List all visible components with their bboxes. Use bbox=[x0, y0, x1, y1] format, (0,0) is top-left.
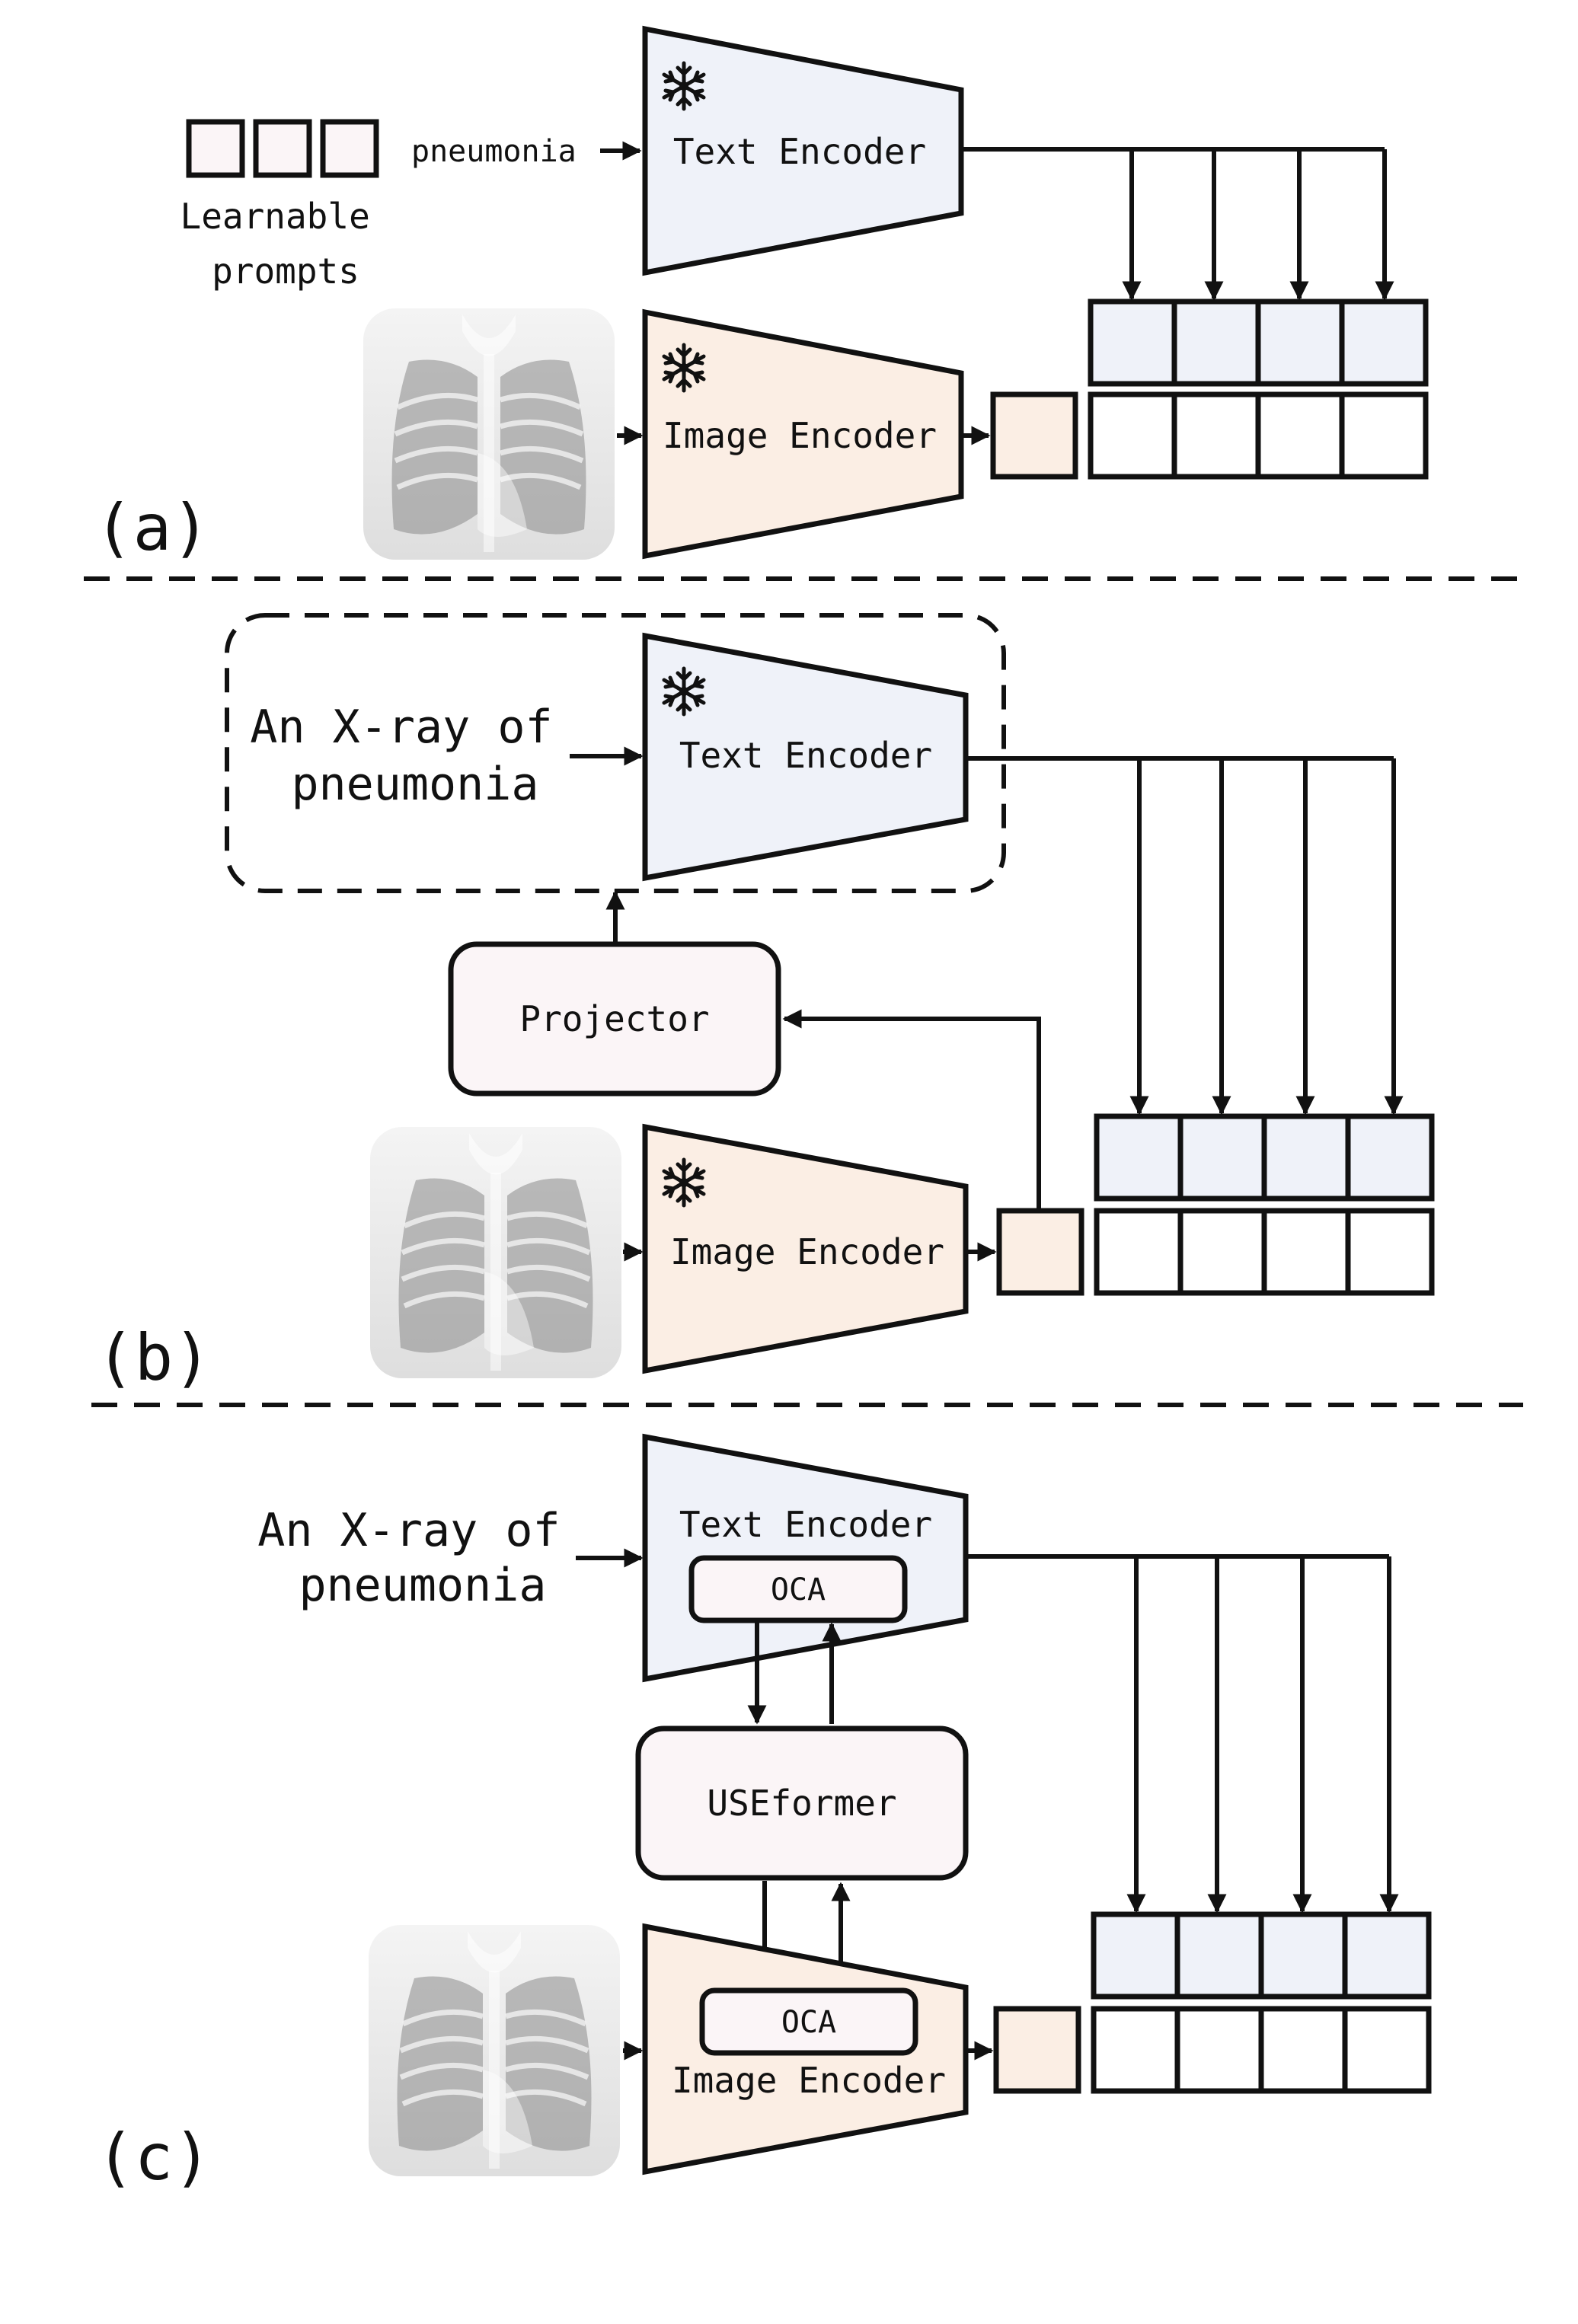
handcrafted-prompt-c: An X-ray of pneumonia bbox=[257, 1504, 587, 1612]
image-oca-label: OCA bbox=[781, 2005, 836, 2040]
learnable-prompt-token-1 bbox=[186, 119, 245, 178]
image-oca-module bbox=[699, 1987, 918, 2056]
text-encoder-a-label: Text Encoder bbox=[673, 131, 926, 172]
chest-xray-image bbox=[370, 1127, 621, 1378]
image-encoder-b-label: Image Encoder bbox=[670, 1231, 944, 1272]
learnable-prompts-label: Learnable prompts bbox=[180, 196, 391, 292]
image-encoder-c-label: Image Encoder bbox=[672, 2060, 946, 2101]
panel-c: An X-ray of pneumonia Text Encoder OCA U… bbox=[96, 1433, 1432, 2195]
handcrafted-prompt-b: An X-ray of pneumonia bbox=[250, 701, 580, 811]
learnable-prompt-token-3 bbox=[320, 119, 379, 178]
image-feature-a bbox=[990, 391, 1078, 480]
text-encoder-b bbox=[642, 632, 969, 882]
image-encoder-a bbox=[642, 308, 964, 560]
text-feature-cells-b bbox=[1094, 1113, 1435, 1202]
text-encoder-b-label: Text Encoder bbox=[679, 735, 932, 776]
image-feature-b bbox=[996, 1208, 1084, 1296]
image-feature-c bbox=[993, 2006, 1081, 2094]
image-encoder-b bbox=[642, 1123, 969, 1374]
learnable-prompt-token-2 bbox=[253, 119, 312, 178]
similarity-cells-a bbox=[1088, 391, 1429, 480]
text-feature-cells-a bbox=[1088, 298, 1429, 387]
text-oca-label: OCA bbox=[771, 1572, 826, 1607]
useformer-label: USEformer bbox=[707, 1783, 896, 1824]
text-encoder-c-label: Text Encoder bbox=[679, 1504, 932, 1545]
projector-module bbox=[448, 941, 781, 1097]
text-oca-module bbox=[688, 1555, 908, 1623]
panel-a: Learnable prompts pneumonia Text Encoder… bbox=[94, 25, 1429, 565]
similarity-cells-b bbox=[1094, 1208, 1435, 1296]
panel-b-label: (b) bbox=[96, 1320, 212, 1395]
panel-c-label: (c) bbox=[96, 2120, 212, 2195]
text-encoder-a bbox=[642, 25, 964, 276]
class-token-label: pneumonia bbox=[411, 134, 577, 169]
image-encoder-a-label: Image Encoder bbox=[663, 415, 937, 456]
panel-a-label: (a) bbox=[94, 490, 210, 565]
text-feature-cells-c bbox=[1091, 1911, 1432, 2000]
useformer-module bbox=[635, 1725, 969, 1881]
projector-label: Projector bbox=[519, 998, 709, 1039]
chest-xray-image bbox=[363, 308, 615, 560]
similarity-cells-c bbox=[1091, 2006, 1432, 2094]
chest-xray-image bbox=[369, 1925, 620, 2176]
panel-b: An X-ray of pneumonia Text Encoder Proje… bbox=[96, 613, 1435, 1395]
